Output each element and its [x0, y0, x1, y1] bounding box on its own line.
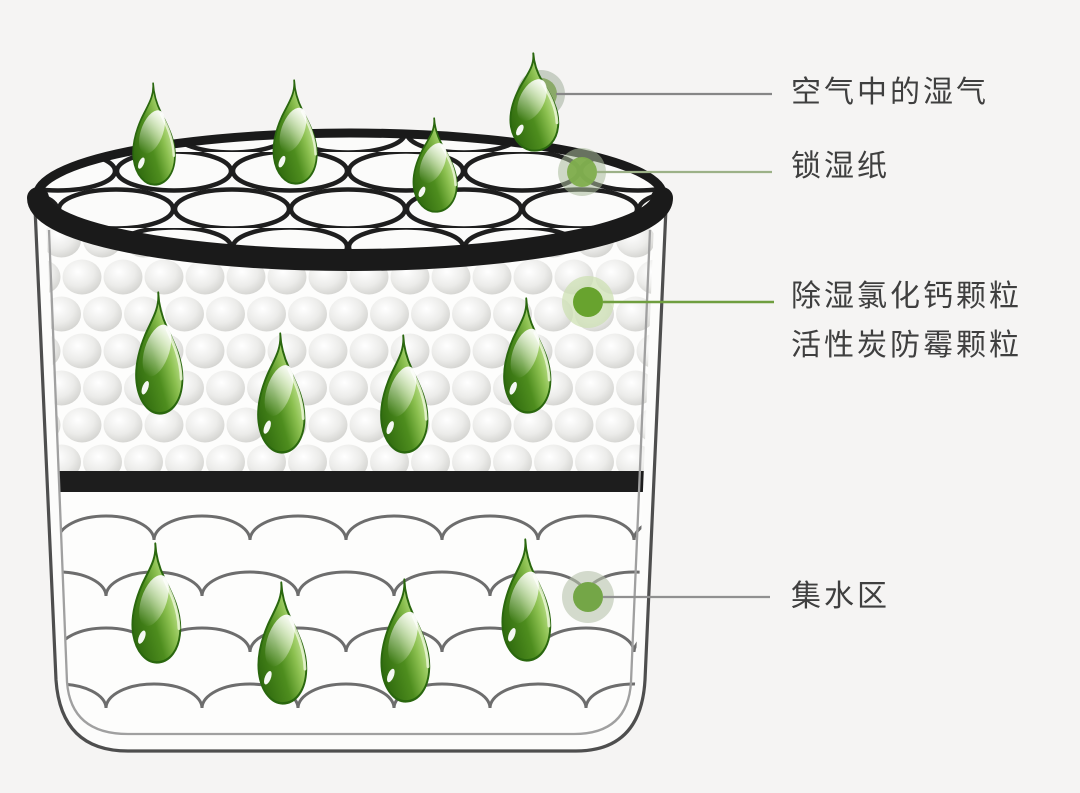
divider-band [46, 471, 654, 492]
label-desiccant: 除湿氯化钙颗粒 活性炭防霉颗粒 [791, 272, 1022, 370]
callout-dot-icon [558, 148, 606, 196]
label-desiccant-line1: 除湿氯化钙颗粒 [791, 280, 1022, 313]
label-desiccant-line2: 活性炭防霉颗粒 [791, 329, 1022, 362]
outer-wall-line [33, 207, 668, 753]
label-moisture-lock-paper: 锁湿纸 [791, 150, 890, 183]
leader-lines [556, 92, 774, 599]
label-water-collection: 集水区 [791, 580, 890, 613]
inner-wall-line [47, 229, 652, 736]
label-moisture-in-air: 空气中的湿气 [791, 76, 989, 109]
water-drop-icon [131, 82, 177, 186]
callout-dot-icon [562, 571, 614, 623]
callout-dot-icon [562, 276, 614, 328]
lid-mesh [27, 128, 673, 271]
wave-layer [46, 514, 654, 709]
water-drop-icon [508, 52, 560, 152]
water-drop-icon [271, 79, 319, 185]
rim-front-lip [27, 187, 673, 271]
